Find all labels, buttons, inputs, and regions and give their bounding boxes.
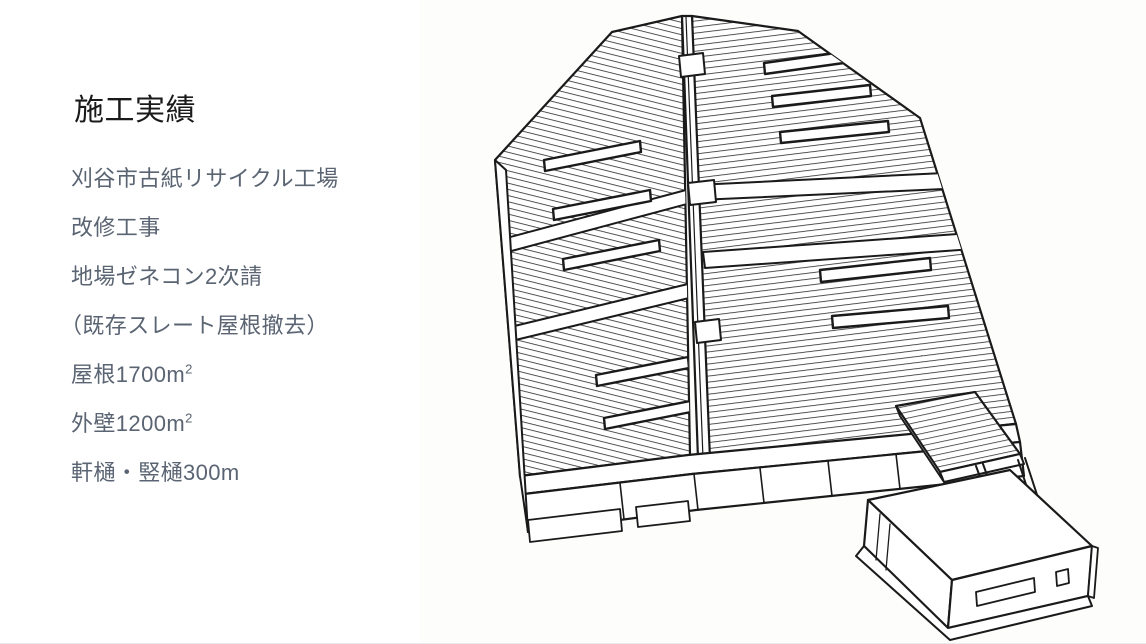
page-title: 施工実績 [74,94,196,127]
main-roof-south-slope [690,14,1018,461]
roof-area-superscript: 2 [185,361,193,377]
spec-item-worktype: 改修工事 [71,215,161,240]
wall-area-value: 外壁1200m [71,411,186,436]
building-illustration [420,0,1146,643]
factory-building-svg [493,14,1099,641]
spec-item-wall-area: 外壁1200m2 [60,399,420,448]
project-spec-list: 刈谷市古紙リサイクル工場 改修工事 地場ゼネコン2次請 （既存スレート屋根撤去）… [60,154,420,497]
skylight-strips-south [762,49,951,330]
spec-item-gutter: 軒樋・竪樋300m [71,460,240,485]
wall-area-superscript: 2 [185,410,193,426]
downspout-boxes [678,52,722,344]
spec-item-facility: 刈谷市古紙リサイクル工場 [71,166,339,191]
spec-item-roof-area: 屋根1700m2 [60,350,420,399]
spec-item-contractor: 地場ゼネコン2次請 [71,264,263,289]
roof-area-value: 屋根1700m [71,362,186,387]
annex-building [855,468,1099,641]
project-info-block: 施工実績 刈谷市古紙リサイクル工場 改修工事 地場ゼネコン2次請 （既存スレート… [60,96,420,497]
roof-ridge-gutter [678,14,722,461]
main-roof-north-slope [493,14,692,478]
spec-item-note: （既存スレート屋根撤去） [60,313,329,338]
